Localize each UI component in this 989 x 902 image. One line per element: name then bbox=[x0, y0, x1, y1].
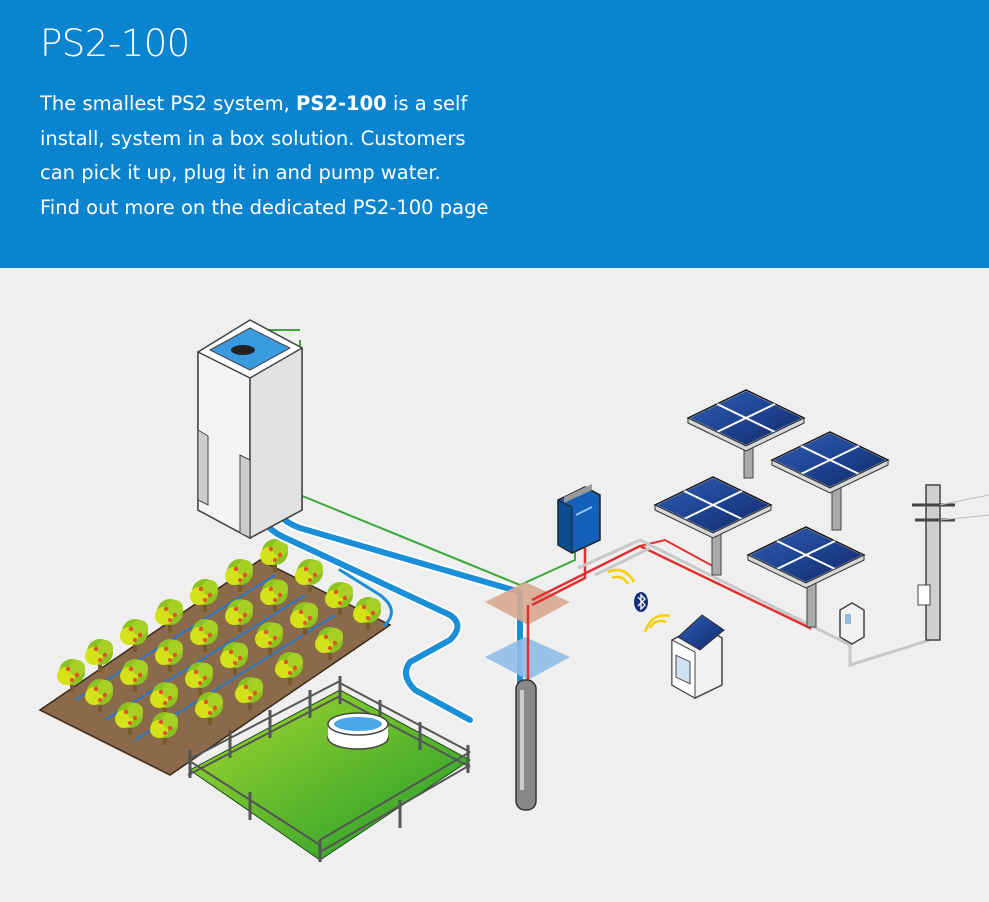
ps2-100-page-link[interactable]: Find out more on the dedicated PS2-100 p… bbox=[40, 195, 489, 219]
pasture-icon bbox=[187, 676, 471, 862]
hero-banner: PS2-100 The smallest PS2 system, PS2-100… bbox=[0, 0, 989, 268]
desc-product-name: PS2-100 bbox=[296, 92, 387, 115]
bluetooth-icon bbox=[634, 592, 648, 612]
hero-description: The smallest PS2 system, PS2-100 is a se… bbox=[40, 87, 560, 225]
system-illustration bbox=[0, 268, 989, 898]
desc-text: can pick it up, plug it in and pump wate… bbox=[40, 161, 441, 184]
page-title: PS2-100 bbox=[40, 22, 190, 65]
desc-text: is a self bbox=[386, 92, 468, 115]
sensor-box-icon bbox=[839, 602, 865, 645]
borehole-pump-icon bbox=[515, 679, 537, 811]
desc-text: The smallest PS2 system, bbox=[40, 92, 297, 115]
water-trough-icon bbox=[327, 712, 389, 750]
water-tower-icon bbox=[197, 319, 303, 540]
solar-panel-icon bbox=[654, 389, 889, 628]
pump-controller-icon bbox=[557, 483, 601, 554]
orchard-icon bbox=[38, 539, 392, 776]
power-pole-icon bbox=[912, 484, 989, 641]
remote-station-icon bbox=[671, 614, 725, 699]
desc-text: install, system in a box solution. Custo… bbox=[40, 126, 466, 150]
